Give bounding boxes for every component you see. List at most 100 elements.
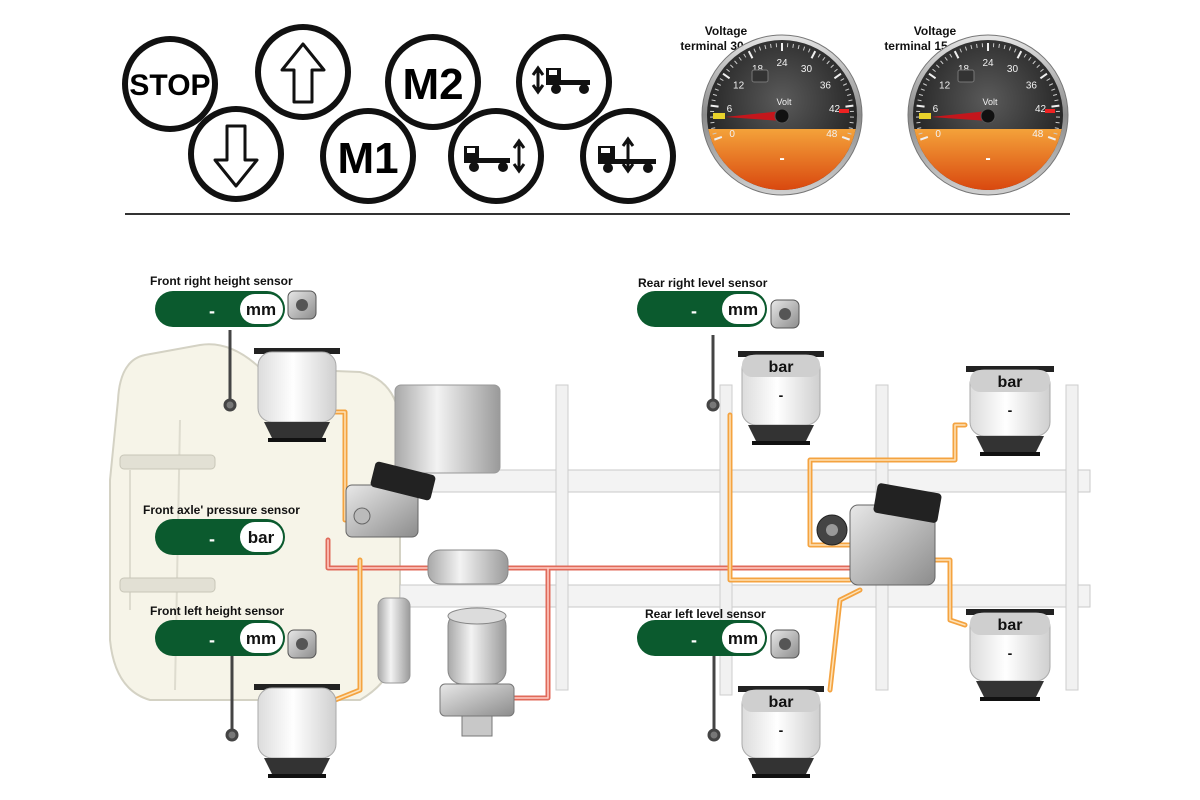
- m2-label: M2: [402, 60, 463, 109]
- gauge-minor-tick: [918, 132, 923, 135]
- bellow-top-plate: [966, 366, 1054, 372]
- gauge-minor-tick: [1028, 56, 1032, 61]
- height-sensor-linkages: [223, 330, 721, 742]
- gauge-minor-tick: [1052, 93, 1058, 96]
- gauge-minor-tick: [1053, 132, 1058, 135]
- air-bellows: bar-bar-bar-bar-: [254, 348, 1054, 778]
- gauge-minor-tick: [1054, 99, 1059, 102]
- gauge-minor-tick: [711, 99, 716, 102]
- gauge-title-line1: Voltage: [705, 24, 748, 38]
- gauge-minor-tick: [1014, 48, 1017, 53]
- bellow-unit: bar: [998, 374, 1023, 391]
- raise-button[interactable]: [255, 24, 351, 120]
- gauge-title-line1: Voltage: [914, 24, 957, 38]
- gauge-minor-tick: [802, 46, 806, 51]
- sensor-value: -: [209, 529, 215, 549]
- voltage-gauge-terminal-30: Voltage terminal 30 0612182430364248Volt…: [680, 24, 863, 196]
- front-axle-pressure-sensor: Front axle' pressure sensor - bar: [143, 503, 300, 555]
- gauge-minor-tick: [917, 99, 922, 102]
- vehicle-lift-button[interactable]: [580, 108, 676, 204]
- m1-label: M1: [337, 134, 398, 183]
- gauge-minor-tick: [817, 53, 821, 58]
- gauge-tick: [920, 135, 929, 141]
- gauge-minor-tick: [711, 127, 716, 130]
- gauge-hub: [774, 108, 790, 124]
- lower-button[interactable]: [188, 106, 284, 202]
- gauge-tick: [722, 72, 731, 80]
- gauge-minor-tick: [753, 48, 756, 53]
- bellow-unit-band: [742, 355, 820, 377]
- air-reservoir: [427, 549, 509, 585]
- gauge-tick: [1051, 104, 1060, 108]
- bellow-piston: [264, 758, 330, 774]
- vehicle-lift-icon: [598, 136, 656, 174]
- air-pipes: [325, 409, 968, 703]
- bellow-unit: bar: [769, 359, 794, 376]
- rear-right-inner-bellow: bar-: [738, 351, 824, 445]
- gauge-needle: [931, 111, 988, 121]
- sensor-label: Front axle' pressure sensor: [143, 503, 300, 517]
- bellow-top-plate: [966, 609, 1054, 615]
- gauge-minor-tick: [834, 68, 838, 73]
- gauge-tick-label: 48: [1032, 129, 1044, 140]
- gauge-minor-tick: [976, 43, 978, 48]
- front-axle-lift-button[interactable]: [448, 108, 544, 204]
- rear-axle-lift-button[interactable]: [516, 34, 612, 130]
- gauge-minor-tick: [848, 99, 853, 102]
- stop-button[interactable]: STOP: [122, 36, 218, 132]
- rear-left-level-sensor: Rear left level sensor - mm: [637, 607, 767, 656]
- control-buttons: STOP M1 M2: [122, 24, 676, 204]
- front-left-bellow: [254, 684, 340, 778]
- memory-2-button[interactable]: M2: [385, 34, 481, 130]
- gauge-minor-tick: [940, 60, 944, 65]
- bellow-value: -: [1008, 645, 1013, 661]
- front-axle-lift-icon: [464, 138, 526, 174]
- gauge-minor-tick: [797, 44, 800, 50]
- bellow-value: -: [779, 722, 784, 738]
- bellow-unit: bar: [998, 617, 1023, 634]
- gauge-minor-tick: [949, 53, 953, 58]
- gauge-minor-tick: [712, 132, 717, 135]
- bellow-piston: [748, 425, 814, 441]
- gauge-tick: [714, 135, 723, 141]
- bellow-piston: [748, 758, 814, 774]
- gauge-needle: [725, 111, 782, 121]
- gauge-minor-tick: [847, 132, 852, 135]
- air-dryer: [439, 607, 515, 737]
- gauge-minor-tick: [917, 127, 922, 130]
- level-valves: [287, 290, 800, 659]
- gauge-tick-label: 6: [727, 104, 733, 115]
- gauge-title-line2: terminal 15: [884, 39, 948, 53]
- sensor-unit: mm: [246, 629, 276, 648]
- gauge-battery-icon: [751, 69, 769, 83]
- gauge-yellow-zone: [919, 113, 931, 119]
- bellow-unit-band: [742, 690, 820, 712]
- front-right-bellow: [254, 348, 340, 442]
- gauge-minor-tick: [826, 60, 830, 65]
- gauge-value: -: [985, 150, 990, 167]
- gauge-tick-label: 24: [982, 58, 994, 69]
- gauge-minor-tick: [1046, 78, 1051, 82]
- sensor-value: -: [691, 301, 697, 321]
- sensor-unit: mm: [728, 300, 758, 319]
- gauge-minor-tick: [734, 60, 738, 65]
- gauge-tick-label: 12: [733, 81, 745, 92]
- memory-1-button[interactable]: M1: [320, 108, 416, 204]
- gauge-minor-tick: [792, 43, 794, 48]
- gauge-tick-label: 0: [729, 129, 735, 140]
- gauge-minor-tick: [764, 44, 767, 50]
- gauge-minor-tick: [1051, 88, 1056, 91]
- front-right-height-sensor: Front right height sensor - mm: [150, 274, 293, 327]
- front-valve-block: [345, 461, 436, 538]
- bellow-piston: [976, 681, 1044, 697]
- gauge-red-zone: [1045, 109, 1055, 113]
- gauge-minor-tick: [830, 64, 834, 68]
- gauge-tick: [747, 50, 754, 59]
- gauge-value-display: [708, 129, 856, 190]
- gauge-title-line2: terminal 30: [680, 39, 744, 53]
- sensor-label: Rear right level sensor: [638, 276, 768, 290]
- gauge-tick-label: 24: [776, 58, 788, 69]
- gauge-tick-label: 12: [939, 81, 951, 92]
- bellow-base: [752, 441, 810, 445]
- gauge-red-zone: [839, 109, 849, 113]
